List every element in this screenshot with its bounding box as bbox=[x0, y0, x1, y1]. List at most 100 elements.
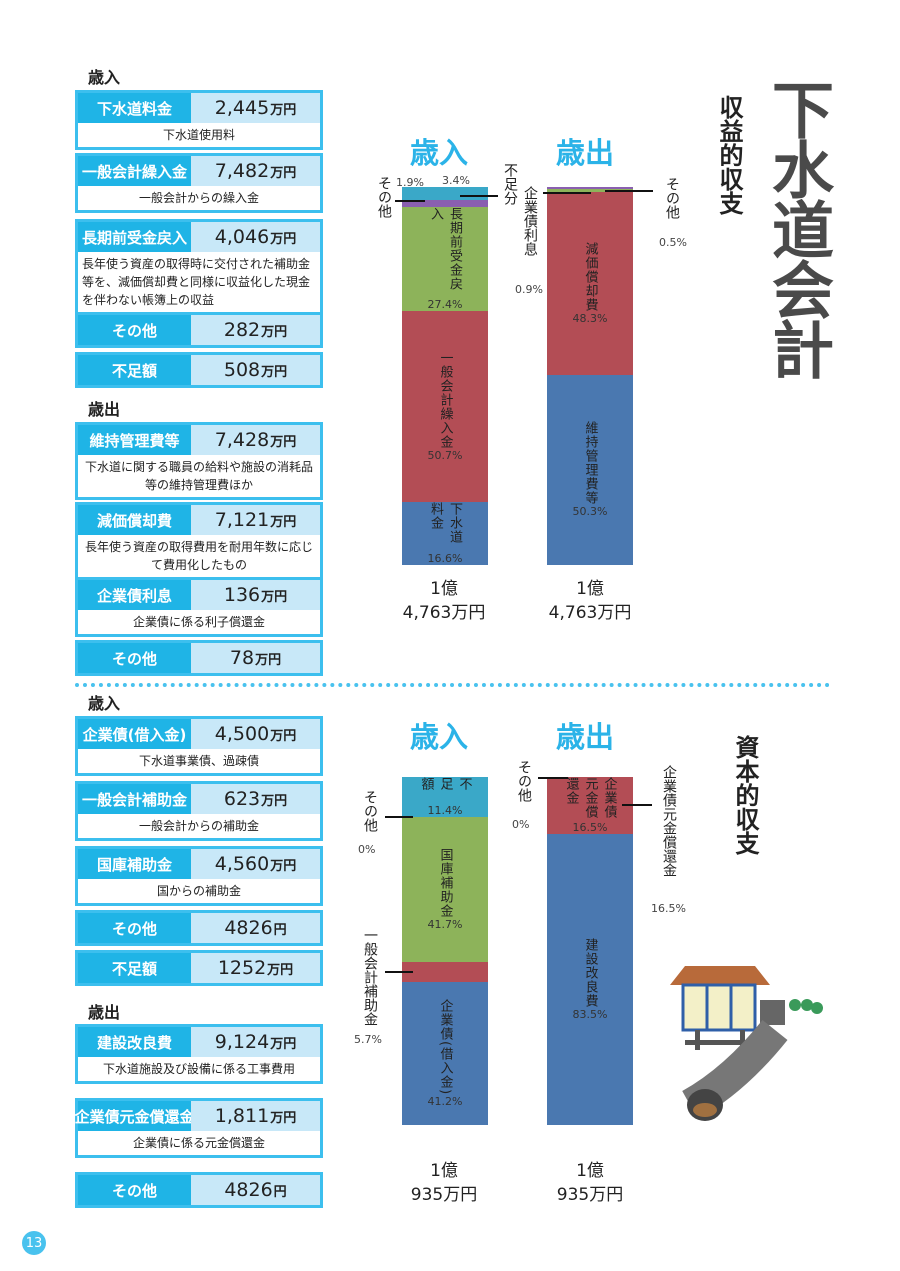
callout-line bbox=[538, 777, 568, 779]
chart-title: 歳入 bbox=[410, 136, 469, 170]
segment-pct: 41.2% bbox=[427, 1094, 463, 1108]
segment-pct: 16.5% bbox=[572, 821, 608, 835]
item-name: 長期前受金戻入 bbox=[78, 222, 191, 252]
callout-label: 不足分 bbox=[502, 163, 518, 205]
page-number: 13 bbox=[22, 1231, 46, 1255]
expense-heading: 歳出 bbox=[88, 400, 121, 419]
bar-segment bbox=[402, 310, 488, 503]
callout-label: その他 bbox=[376, 176, 392, 218]
bar-segment bbox=[547, 192, 633, 375]
callout-pct: 0% bbox=[358, 843, 376, 856]
callout-line bbox=[385, 816, 413, 818]
callout-label: その他 bbox=[664, 177, 680, 219]
callout-line bbox=[460, 195, 498, 197]
chart-title: 歳出 bbox=[556, 136, 615, 170]
segment-pct: 16.6% bbox=[427, 551, 463, 565]
bar-segment bbox=[402, 981, 488, 1125]
callout-line bbox=[622, 804, 652, 806]
item-description: 長年使う資産の取得費用を耐用年数に応じて費用化したもの bbox=[84, 540, 313, 572]
callout-label: その他 bbox=[516, 760, 532, 802]
item-name: その他 bbox=[78, 315, 191, 345]
callout-pct: 0.9% bbox=[515, 283, 543, 296]
item-name: 国庫補助金 bbox=[78, 849, 191, 879]
bar-segment bbox=[547, 374, 633, 565]
segment-pct: 48.3% bbox=[572, 312, 608, 326]
segment-pct: 11.4% bbox=[427, 803, 463, 817]
revenue-heading: 歳入 bbox=[88, 694, 121, 713]
callout-label: その他 bbox=[362, 790, 378, 832]
callout-line bbox=[543, 192, 591, 194]
callout-pct: 3.4% bbox=[442, 174, 470, 187]
item-name: 一般会計繰入金 bbox=[78, 156, 191, 186]
bar-segment bbox=[547, 777, 633, 835]
callout-line bbox=[385, 971, 413, 973]
callout-pct: 0.5% bbox=[659, 236, 687, 249]
bar-segment bbox=[402, 777, 488, 817]
sewer-illustration bbox=[670, 966, 823, 1121]
segment-label: 企業債(借入金)41.2% bbox=[427, 998, 463, 1108]
page-title: 下水道会計 bbox=[761, 78, 834, 378]
item-name: 不足額 bbox=[78, 953, 191, 983]
callout-pct: 5.7% bbox=[354, 1033, 382, 1046]
item-name: 企業債(借入金) bbox=[78, 719, 191, 749]
item-name: 建設改良費 bbox=[78, 1027, 191, 1057]
item-description: 一般会計からの補助金 bbox=[138, 819, 259, 833]
divider bbox=[75, 683, 830, 687]
callout-label: 企業債元金償還金 bbox=[661, 765, 677, 877]
item-name: 企業債元金償還金 bbox=[75, 1101, 195, 1131]
callout-pct: 16.5% bbox=[651, 902, 686, 915]
item-name: 減価償却費 bbox=[78, 505, 191, 535]
item-name: その他 bbox=[78, 913, 191, 943]
item-name: 維持管理費等 bbox=[78, 425, 191, 455]
section-title-revenue-expense: 収益的収支 bbox=[715, 95, 743, 215]
bar-segment bbox=[547, 188, 633, 193]
bar-segment bbox=[402, 502, 488, 565]
bar-segment bbox=[402, 816, 488, 962]
callout-label: 一般会計補助金 bbox=[362, 928, 378, 1026]
revenue-heading: 歳入 bbox=[88, 68, 121, 87]
item-description: 下水道施設及び設備に係る工事費用 bbox=[102, 1062, 295, 1076]
item-description: 国からの補助金 bbox=[156, 884, 241, 898]
callout-line bbox=[605, 190, 653, 192]
item-description: 一般会計からの繰入金 bbox=[138, 191, 259, 205]
item-name: その他 bbox=[78, 1175, 191, 1205]
bar-segment bbox=[547, 187, 633, 189]
segment-pct: 41.7% bbox=[427, 917, 463, 931]
item-description: 企業債に係る元金償還金 bbox=[132, 1136, 265, 1150]
